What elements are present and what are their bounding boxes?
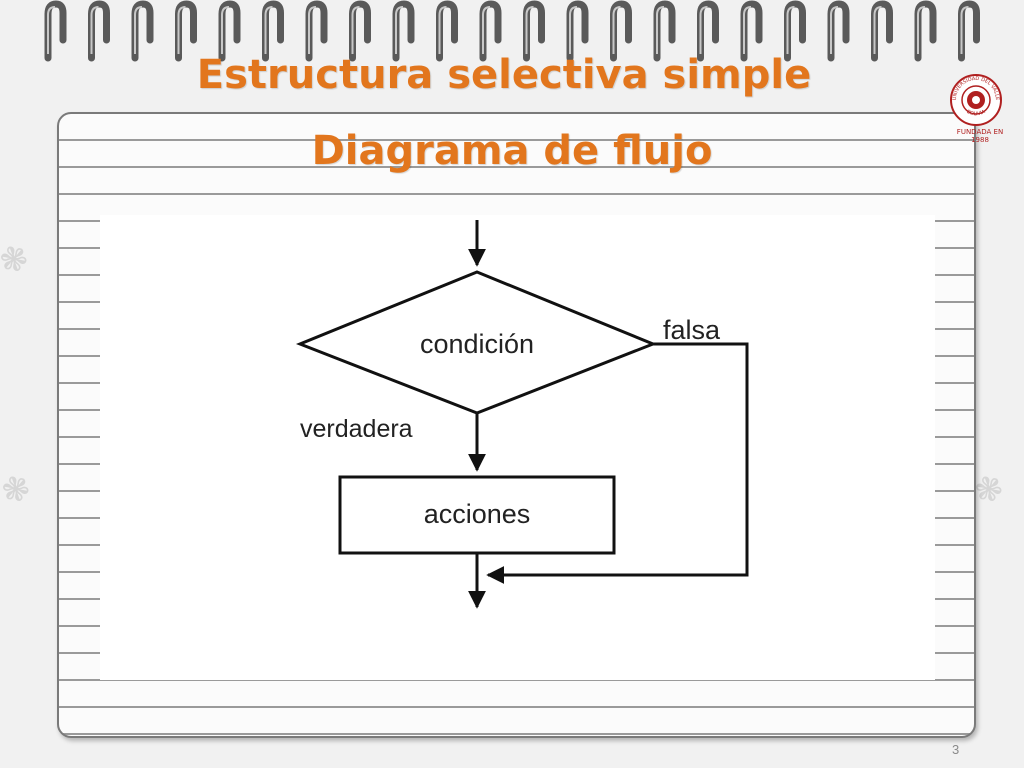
binding-ring <box>262 0 284 62</box>
flowchart: condición verdadera acciones falsa <box>100 215 935 680</box>
watermark-left: ❃ <box>0 236 35 284</box>
spiral-rings <box>44 0 980 62</box>
binding-ring <box>697 0 719 62</box>
logo-country-text: BOLIVIA <box>966 109 987 118</box>
true-label: verdadera <box>300 415 413 443</box>
slide-title: Estructura selectiva simple <box>196 52 812 98</box>
university-seal-icon: UNIVERSIDAD DEL VALLE BOLIVIA <box>950 74 1002 126</box>
action-label: acciones <box>424 499 531 529</box>
logo-caption: FUNDADA EN 1988 <box>956 128 1004 144</box>
binding-ring <box>958 0 980 62</box>
page-number: 3 <box>952 742 960 757</box>
decision-label: condición <box>420 329 534 359</box>
binding-ring <box>436 0 458 62</box>
action-box <box>338 475 616 555</box>
binding-ring <box>610 0 632 62</box>
binding-ring <box>349 0 371 62</box>
slide-subtitle: Diagrama de flujo <box>311 128 713 174</box>
binding-ring <box>914 0 937 62</box>
binding-ring <box>175 0 197 62</box>
binding-ring <box>740 0 763 62</box>
binding-ring <box>523 0 545 62</box>
false-path <box>486 342 749 584</box>
binding-ring <box>784 0 806 62</box>
binding-ring <box>392 0 415 62</box>
binding-ring <box>871 0 893 62</box>
watermark-left-lower: ❃ <box>0 466 37 514</box>
binding-ring <box>305 0 328 62</box>
binding-ring <box>131 0 154 62</box>
binding-ring <box>827 0 850 62</box>
binding-ring <box>479 0 502 62</box>
binding-ring <box>88 0 110 62</box>
binding-ring <box>653 0 676 62</box>
false-label: falsa <box>663 315 721 345</box>
binding-ring <box>44 0 67 62</box>
binding-ring <box>566 0 589 62</box>
binding-ring <box>218 0 241 62</box>
